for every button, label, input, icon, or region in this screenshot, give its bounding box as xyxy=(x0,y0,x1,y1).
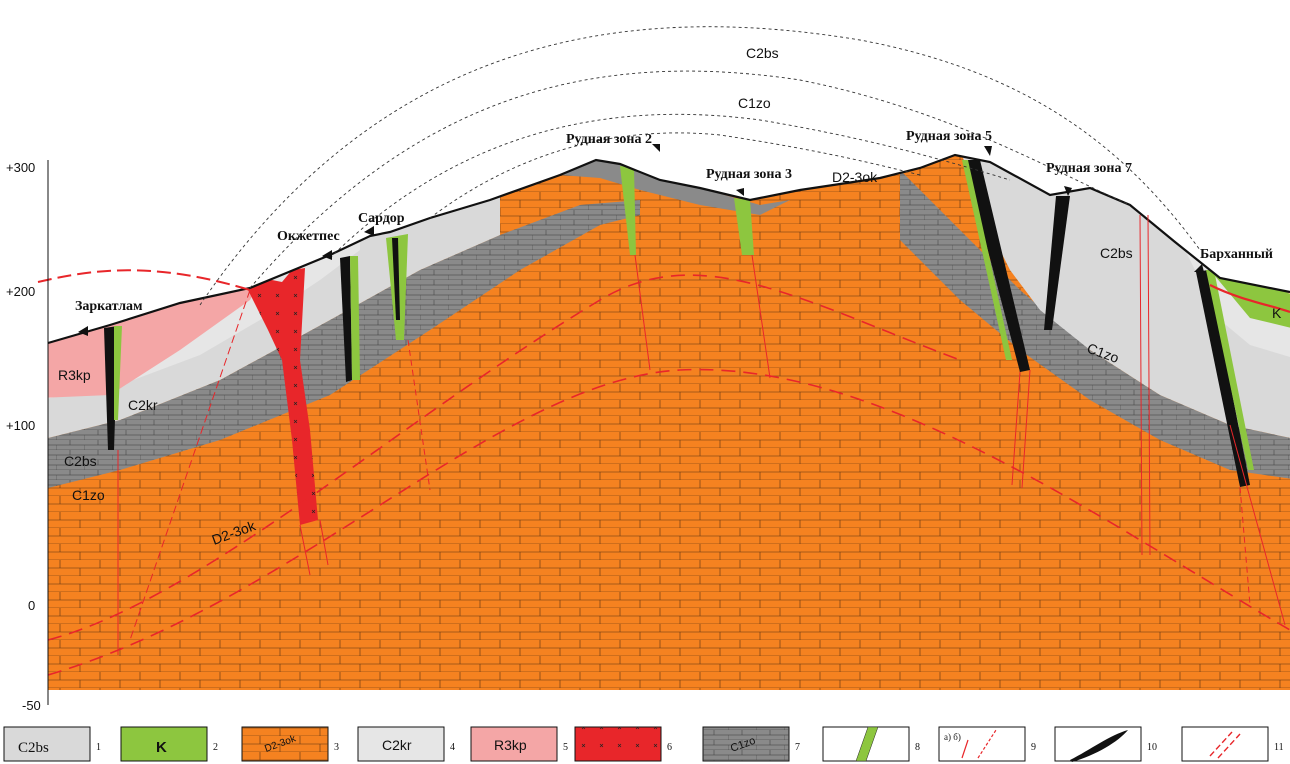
strata xyxy=(48,155,1290,690)
eroded-contact-1 xyxy=(199,26,1201,306)
legend-num-2: 2 xyxy=(213,742,218,753)
fault-7 xyxy=(1011,369,1031,489)
fault-5 xyxy=(634,254,651,371)
ore-zone-3 xyxy=(734,198,754,255)
ore-zone-5 xyxy=(964,160,1030,372)
legend-ore-zone-icon xyxy=(855,726,879,762)
legend-label-5: R3kp xyxy=(494,737,527,753)
marker-ore-zone-7 xyxy=(1064,186,1072,196)
legend-num-4: 4 xyxy=(450,742,455,753)
unit-label-c2kr: C2kr xyxy=(128,397,158,413)
legend-num-11: 11 xyxy=(1274,742,1284,753)
label-ore-zone-5: Рудная зона 5 xyxy=(906,129,992,144)
legend-label-1: C2bs xyxy=(18,740,49,756)
legend-depth-boundary-icon-2 xyxy=(1217,733,1241,759)
fault-3 xyxy=(299,519,329,576)
label-okzhetpes: Окжетпес xyxy=(277,229,340,244)
boundary-lower xyxy=(47,368,1290,676)
legend-ore-body-icon xyxy=(1070,730,1128,762)
eroded-contact-3 xyxy=(329,113,1011,259)
fault-2 xyxy=(129,289,251,641)
legend-num-10: 10 xyxy=(1147,742,1157,753)
boundary-upper xyxy=(47,274,961,641)
marker-ore-zone-3 xyxy=(736,188,744,196)
ore-zone-7 xyxy=(1044,196,1070,330)
legend-swatch-2 xyxy=(120,726,208,762)
eroded-contact-2 xyxy=(249,70,1131,289)
legend-num-8: 8 xyxy=(915,742,920,753)
legend-label-2: K xyxy=(156,739,167,756)
ore-zone-okzhetpes xyxy=(340,256,352,382)
deposit-markers xyxy=(78,144,1204,336)
elevation-axis: +300 +200 +100 0 -50 xyxy=(6,160,49,713)
legend-num-5: 5 xyxy=(563,742,568,753)
legend-num-9: 9 xyxy=(1031,742,1036,753)
ore-zones xyxy=(104,160,1254,487)
legend-depth-boundary-icon-1 xyxy=(1209,731,1233,757)
legend-label-9: а) б) xyxy=(944,732,961,742)
label-ore-zone-7: Рудная зона 7 xyxy=(1046,161,1132,176)
deposit-labels: Заркатлам Окжетпес Сардор Рудная зона 2 … xyxy=(75,129,1273,314)
unit-label-c1zo-top: C1zo xyxy=(738,95,771,111)
elevation-tick-0: 0 xyxy=(28,598,35,613)
unit-label-d23ok-top: D2-3ok xyxy=(832,169,878,185)
unit-label-c2bs-top: C2bs xyxy=(746,45,779,61)
legend-swatch-11 xyxy=(1181,726,1269,762)
label-ore-zone-3: Рудная зона 3 xyxy=(706,167,792,182)
faults xyxy=(37,214,1290,655)
marker-okzhetpes xyxy=(322,250,332,260)
ore-zone-barkhanny xyxy=(1196,270,1250,487)
label-sardor: Сардор xyxy=(358,211,405,226)
marker-ore-zone-5 xyxy=(984,146,992,156)
legend: C2bs 1 K 2 D2-3ok 3 C2kr 4 R3kp 5 6 C1zo… xyxy=(3,726,1284,762)
marker-barkhanny xyxy=(1194,264,1204,272)
legend-label-4: C2kr xyxy=(382,737,412,753)
fault-10 xyxy=(1229,424,1286,626)
unit-label-r3kp: R3kp xyxy=(58,367,91,383)
label-zarkatlam: Заркатлам xyxy=(75,299,143,314)
eroded-contact-4 xyxy=(429,132,921,219)
label-ore-zone-2: Рудная зона 2 xyxy=(566,132,652,147)
elevation-tick-300: +300 xyxy=(6,160,35,175)
depth-boundaries xyxy=(47,274,1290,676)
legend-num-7: 7 xyxy=(795,742,800,753)
c1zo-cap xyxy=(560,158,790,215)
legend-swatch-1 xyxy=(3,726,91,762)
fault-8 xyxy=(1139,214,1151,556)
unit-label-c2bs-left: C2bs xyxy=(64,453,97,469)
unit-label-k-right: K xyxy=(1272,305,1282,321)
unit-label-c2bs-right: C2bs xyxy=(1100,245,1133,261)
legend-swatch-5 xyxy=(470,726,558,762)
marker-zarkatlam xyxy=(78,326,88,336)
legend-fault-solid-icon xyxy=(961,739,969,759)
marker-sardor xyxy=(364,226,374,236)
eroded-contacts xyxy=(199,26,1201,306)
label-barkhanny: Барханный xyxy=(1200,247,1273,262)
fault-4 xyxy=(407,339,431,491)
legend-fault-dashed-icon xyxy=(977,729,997,759)
fault-6 xyxy=(751,254,771,379)
fault-12 xyxy=(1209,284,1290,314)
legend-swatch-10 xyxy=(1054,726,1142,762)
unit-label-c1zo-left: C1zo xyxy=(72,487,105,503)
elevation-tick-100: +100 xyxy=(6,418,35,433)
legend-num-1: 1 xyxy=(96,742,101,753)
legend-num-6: 6 xyxy=(667,742,672,753)
legend-swatch-9 xyxy=(938,726,1026,762)
fault-11 xyxy=(37,269,251,291)
ore-zone-2 xyxy=(620,166,636,255)
elevation-tick-200: +200 xyxy=(6,284,35,299)
elevation-tick-minus-50: -50 xyxy=(22,698,41,713)
marker-ore-zone-2 xyxy=(652,144,660,152)
legend-num-3: 3 xyxy=(334,742,339,753)
legend-swatch-4 xyxy=(357,726,445,762)
